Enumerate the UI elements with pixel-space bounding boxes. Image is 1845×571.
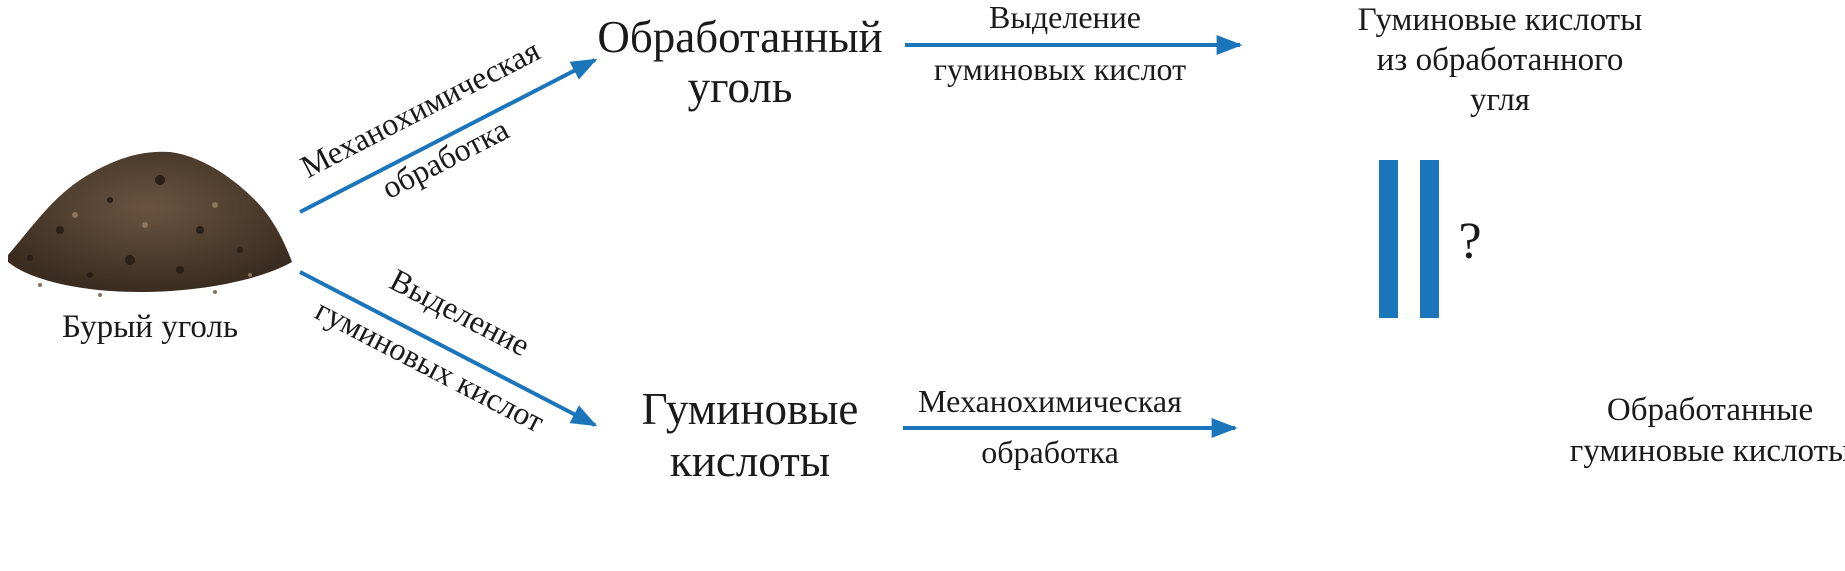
treated-coal-label: уголь [688,62,793,112]
source-label: Бурый уголь [62,309,238,345]
humic-acids-label: кислоты [670,436,830,486]
treated-coal-label: Обработанный [597,12,882,62]
product-label: угля [1470,82,1530,118]
product-label: Обработанные [1607,392,1813,428]
arrow-label: обработка [981,434,1119,470]
humic-acids-label: Гуминовые [642,384,859,434]
arrow-label: Механохимическая [918,383,1182,419]
equals-sign [1379,160,1439,318]
product-label: гуминовые кислоты [1570,433,1845,469]
arrow-mechanochemical-treatment [299,58,598,214]
arrow-label: Выделение [989,0,1141,35]
question-mark: ? [1458,213,1481,270]
product-label: Гуминовые кислоты [1358,2,1643,38]
coal-pile-image [8,151,292,297]
product-label: из обработанного [1377,42,1624,78]
arrow-label: гуминовых кислот [934,51,1186,87]
arrow-humic-extraction [299,270,598,427]
